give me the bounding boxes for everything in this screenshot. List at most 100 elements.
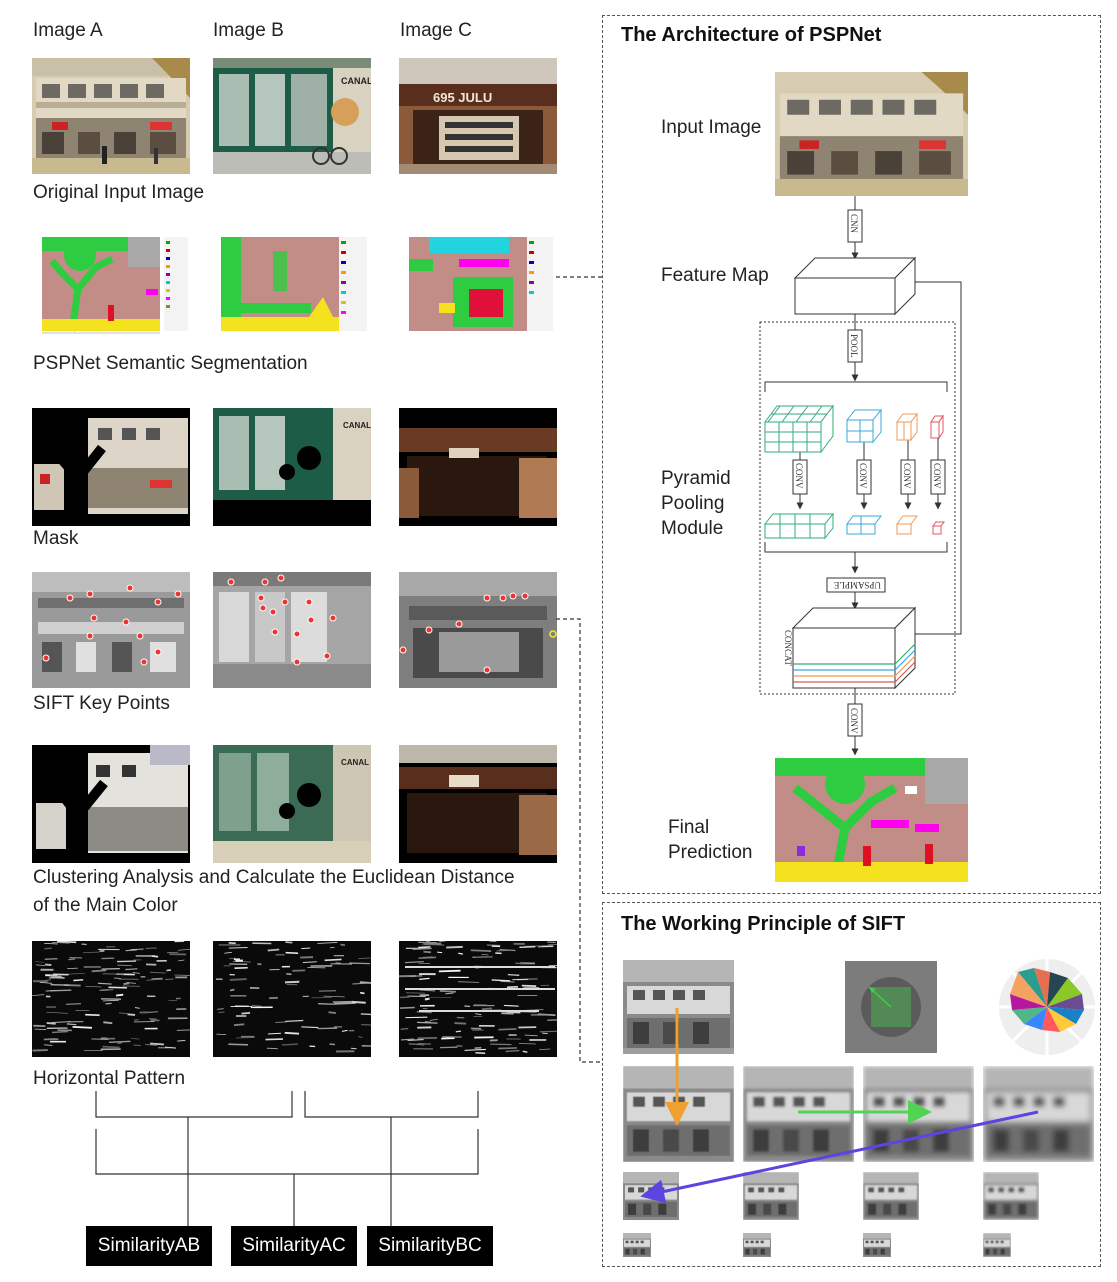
texture-stroke: [82, 951, 100, 954]
sift-keypoints-image-c: [399, 572, 557, 688]
texture-stroke: [133, 1044, 141, 1047]
sift-panel-title: The Working Principle of SIFT: [621, 913, 906, 935]
row-label-sift: SIFT Key Points: [33, 693, 170, 714]
texture-stroke: [335, 962, 341, 964]
original-image-a: [32, 58, 190, 174]
texture-stroke: [126, 982, 136, 984]
texture-stroke: [125, 949, 137, 952]
texture-stroke: [51, 976, 65, 979]
clustering-image-b: CANAL: [213, 745, 371, 863]
texture-stroke: [400, 1038, 415, 1041]
sift-pyramid-tile: [623, 1233, 651, 1257]
texture-stroke: [498, 1028, 517, 1031]
texture-stroke: [400, 1006, 415, 1009]
segmentation-image-a: [32, 233, 190, 345]
sift-pyramid-tile: [983, 1172, 1039, 1220]
sift-panel: [602, 902, 1101, 1267]
texture-stroke: [418, 956, 437, 959]
texture-stroke: [32, 994, 45, 996]
sift-keypoints-image-b: [213, 572, 371, 688]
texture-stroke: [46, 1021, 56, 1025]
segmentation-image-b: [213, 233, 371, 345]
texture-stroke: [44, 942, 58, 945]
texture-stroke: [417, 1043, 431, 1045]
texture-stroke: [125, 968, 138, 971]
texture-stroke: [68, 958, 76, 961]
row-label-segmentation: PSPNet Semantic Segmentation: [33, 353, 308, 374]
texture-stroke: [229, 957, 236, 960]
texture-stroke: [404, 961, 424, 964]
original-image-c: 695 JULU: [399, 58, 557, 174]
pspnet-feature-map-label: Feature Map: [661, 265, 769, 286]
texture-stroke: [324, 958, 342, 962]
cnn-op-label: CNN: [849, 214, 859, 234]
row-label-mask: Mask: [33, 528, 79, 549]
mask-image-a: [32, 408, 190, 526]
texture-stroke: [216, 1033, 227, 1036]
texture-stroke: [43, 1044, 53, 1046]
texture-stroke: [481, 953, 489, 956]
sift-orientation-histogram: [998, 958, 1096, 1056]
texture-stroke: [417, 1021, 438, 1024]
column-header-image-c: Image C: [400, 20, 472, 41]
texture-stroke: [400, 1027, 409, 1030]
texture-stroke: [458, 952, 463, 955]
clustering-image-a: [32, 745, 190, 863]
texture-stroke: [446, 945, 463, 949]
texture-stroke: [351, 1000, 366, 1004]
texture-stroke: [455, 1030, 461, 1033]
texture-stroke: [57, 941, 77, 944]
texture-stroke: [164, 1046, 176, 1049]
pspnet-final-label-2: Prediction: [668, 842, 753, 863]
texture-stroke: [34, 961, 45, 963]
texture-stroke: [429, 1019, 438, 1021]
texture-stroke: [524, 1034, 538, 1037]
texture-stroke: [317, 942, 338, 944]
texture-stroke: [146, 979, 156, 981]
conv-op-label-3: CONV: [902, 463, 912, 489]
original-image-b: CANAL: [213, 58, 371, 174]
mask-image-c: [399, 408, 557, 526]
texture-stroke: [329, 947, 335, 949]
texture-stroke: [285, 951, 299, 954]
texture-stroke: [423, 950, 432, 954]
texture-stroke: [32, 1049, 48, 1052]
texture-stroke: [275, 1021, 287, 1023]
texture-stroke: [422, 941, 442, 945]
texture-stroke: [329, 1043, 336, 1046]
texture-stroke: [267, 1032, 281, 1035]
texture-stroke: [51, 1021, 71, 1024]
texture-stroke: [66, 973, 85, 975]
texture-stroke: [91, 969, 107, 973]
canal-sign-b: CANAL: [341, 76, 371, 86]
pspnet-input-image-label: Input Image: [661, 117, 762, 138]
texture-stroke: [218, 1011, 225, 1014]
texture-stroke: [475, 956, 493, 959]
row-label-original: Original Input Image: [33, 182, 205, 203]
texture-stroke: [284, 1031, 300, 1035]
column-header-image-a: Image A: [33, 20, 103, 41]
texture-stroke: [127, 1013, 136, 1016]
texture-stroke: [464, 1048, 486, 1051]
texture-stroke: [458, 981, 480, 983]
sift-pyramid-tile: [983, 1233, 1011, 1257]
final-conv-op-label: CONV: [849, 708, 859, 734]
texture-stroke: [130, 948, 144, 950]
texture-stroke: [412, 947, 432, 951]
pspnet-pyramid-label-2: Pooling: [661, 493, 725, 514]
texture-stroke: [301, 1026, 319, 1028]
similarity-bc-box: SimilarityBC: [367, 1226, 493, 1266]
texture-stroke: [224, 951, 232, 954]
texture-stroke: [505, 1049, 520, 1053]
texture-stroke: [177, 949, 190, 951]
similarity-ac-box: SimilarityAC: [231, 1226, 357, 1266]
texture-stroke: [145, 1044, 158, 1046]
texture-stroke: [341, 1029, 348, 1032]
column-header-image-b: Image B: [213, 20, 284, 41]
row-label-clustering: Clustering Analysis and Calculate the Eu…: [33, 867, 515, 888]
texture-stroke: [470, 949, 492, 953]
sift-pyramid-tile: [743, 1066, 854, 1162]
texture-stroke: [241, 1012, 251, 1015]
texture-stroke: [65, 1002, 82, 1005]
texture-stroke: [134, 1019, 139, 1021]
